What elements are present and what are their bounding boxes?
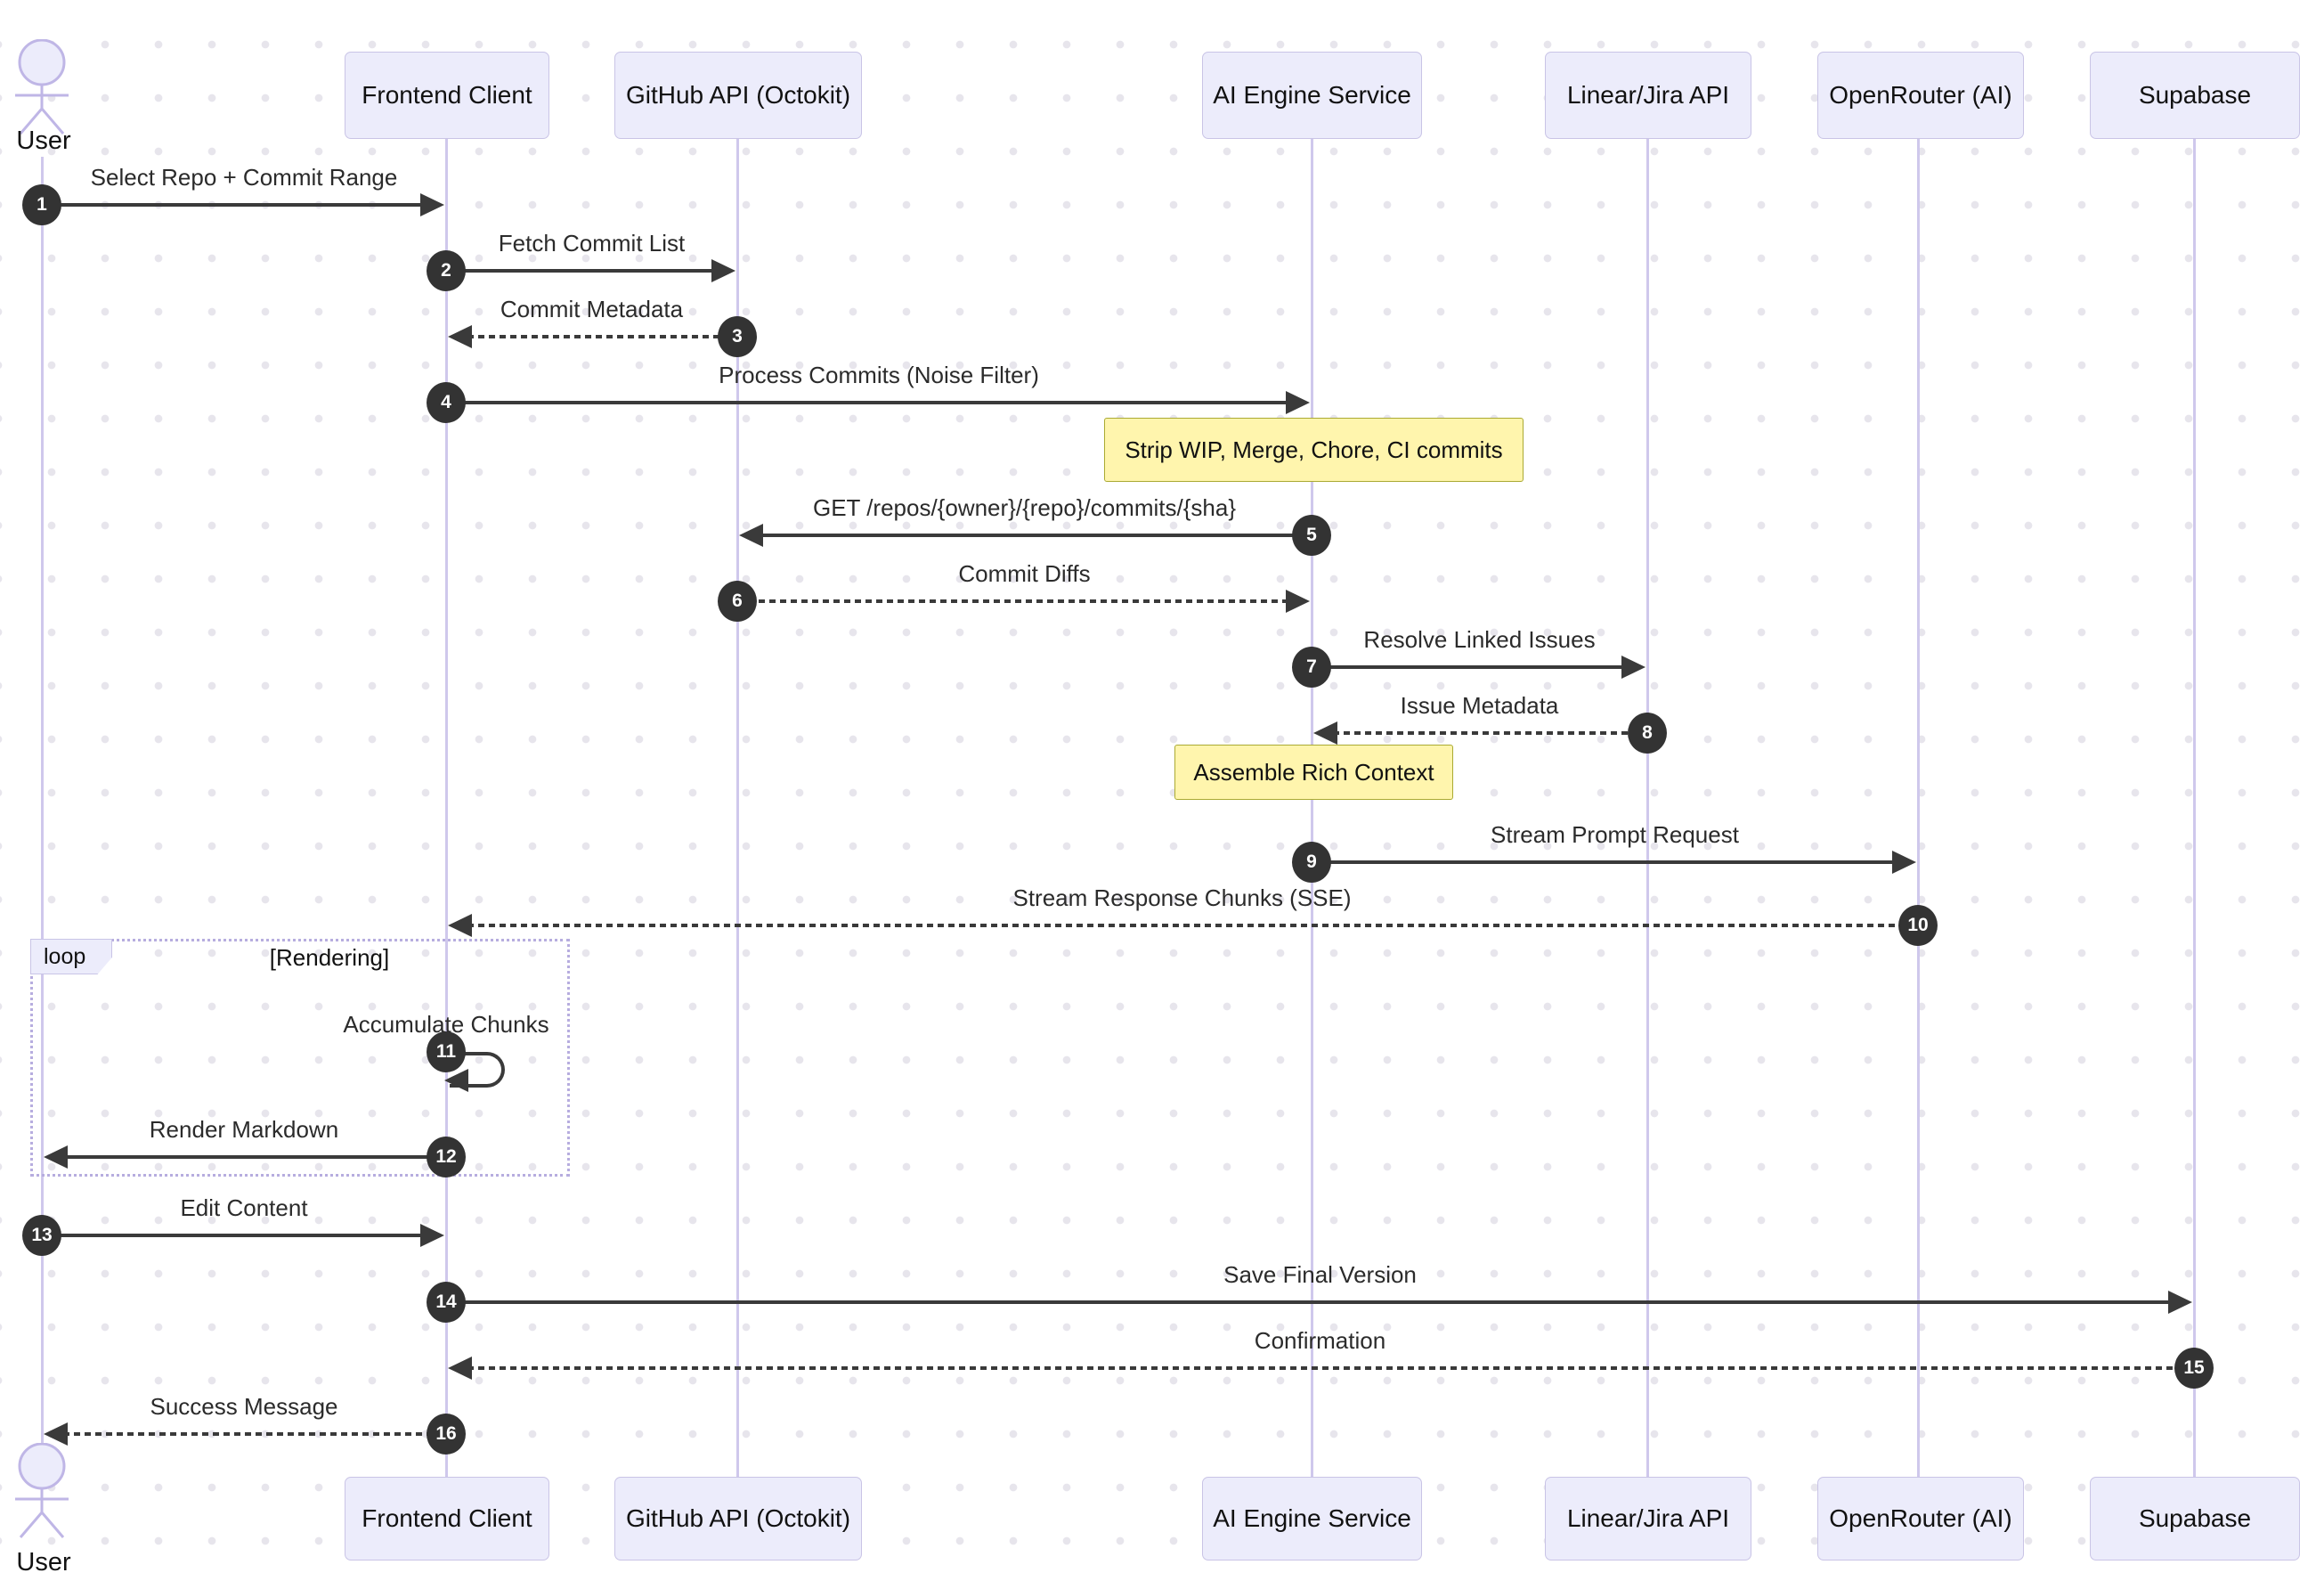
message-line-5: [759, 534, 1312, 537]
message-line-16: [63, 1432, 446, 1436]
lifeline-supabase: [2192, 137, 2196, 1477]
participant-box-frontend-top: Frontend Client: [345, 52, 549, 139]
user-actor-figure-bottom: [9, 1442, 75, 1541]
message-label-15: Confirmation: [1254, 1327, 1386, 1354]
actor-label-user-bottom: User: [16, 1548, 71, 1577]
message-label-14: Save Final Version: [1223, 1261, 1417, 1288]
message-label-5: GET /repos/{owner}/{repo}/commits/{sha}: [812, 494, 1237, 521]
actor-label-user-top: User: [16, 126, 71, 155]
note-assemble-context: Assemble Rich Context: [1174, 745, 1453, 800]
message-label-12: Render Markdown: [149, 1116, 339, 1143]
note-strip-commits: Strip WIP, Merge, Chore, CI commits: [1104, 418, 1524, 482]
arrowhead-message-7: [1621, 656, 1645, 679]
message-line-3: [467, 335, 737, 338]
participant-box-ai-top: AI Engine Service: [1202, 52, 1422, 139]
message-label-2: Fetch Commit List: [498, 230, 686, 257]
message-number-5: 5: [1292, 515, 1331, 556]
arrowhead-message-1: [420, 193, 444, 216]
message-line-13: [42, 1234, 425, 1237]
self-message-arc-11: [450, 1052, 505, 1088]
loop-frame: [30, 939, 570, 1177]
arrowhead-message-14: [2168, 1291, 2192, 1314]
arrowhead-message-5: [739, 524, 763, 547]
lifeline-ai: [1310, 137, 1313, 1477]
message-label-13: Edit Content: [180, 1194, 308, 1221]
message-label-8: Issue Metadata: [1400, 692, 1559, 719]
message-label-1: Select Repo + Commit Range: [90, 164, 398, 191]
message-number-12: 12: [427, 1137, 466, 1177]
arrowhead-message-13: [420, 1224, 444, 1247]
person-icon: [15, 38, 69, 134]
lifeline-github: [735, 137, 739, 1477]
arrowhead-message-9: [1892, 851, 1916, 874]
message-number-15: 15: [2174, 1348, 2214, 1389]
lifeline-openrouter: [1916, 137, 1920, 1477]
message-label-6: Commit Diffs: [958, 560, 1091, 587]
arrowhead-message-12: [44, 1145, 68, 1169]
message-number-8: 8: [1628, 713, 1667, 754]
participant-box-linear-bottom: Linear/Jira API: [1545, 1477, 1751, 1560]
message-line-2: [446, 269, 716, 273]
message-number-9: 9: [1292, 842, 1331, 883]
participant-box-supabase-bottom: Supabase: [2090, 1477, 2300, 1560]
message-number-7: 7: [1292, 647, 1331, 688]
message-number-4: 4: [427, 382, 466, 423]
message-label-9: Stream Prompt Request: [1491, 821, 1739, 848]
participant-box-openrouter-bottom: OpenRouter (AI): [1817, 1477, 2024, 1560]
message-number-2: 2: [427, 250, 466, 291]
message-line-1: [42, 203, 425, 207]
message-label-10: Stream Response Chunks (SSE): [1012, 884, 1352, 911]
message-line-14: [446, 1300, 2173, 1304]
loop-condition-label: [Rendering]: [269, 944, 390, 971]
lifeline-linear: [1645, 137, 1649, 1477]
message-label-16: Success Message: [150, 1393, 338, 1420]
arrowhead-message-16: [44, 1422, 68, 1446]
person-icon: [15, 1442, 69, 1538]
lifeline-user: [40, 157, 44, 1445]
message-line-15: [467, 1366, 2194, 1370]
arrowhead-message-8: [1313, 721, 1337, 745]
message-line-9: [1312, 860, 1897, 864]
message-number-6: 6: [718, 581, 757, 622]
participant-box-github-top: GitHub API (Octokit): [614, 52, 862, 139]
message-line-6: [737, 599, 1290, 603]
arrowhead-message-11: [444, 1069, 468, 1092]
message-label-3: Commit Metadata: [500, 296, 684, 322]
arrowhead-message-15: [448, 1357, 472, 1380]
message-number-11: 11: [427, 1031, 466, 1072]
participant-box-supabase-top: Supabase: [2090, 52, 2300, 139]
message-line-12: [63, 1155, 446, 1159]
participant-box-openrouter-top: OpenRouter (AI): [1817, 52, 2024, 139]
message-line-8: [1333, 731, 1647, 735]
arrowhead-message-2: [711, 259, 735, 282]
message-line-4: [446, 401, 1290, 404]
loop-keyword-tab: loop: [30, 939, 112, 974]
message-line-7: [1312, 665, 1626, 669]
arrowhead-message-3: [448, 325, 472, 348]
arrowhead-message-10: [448, 914, 472, 937]
message-number-13: 13: [22, 1215, 61, 1256]
user-actor-figure-top: [9, 38, 75, 137]
message-number-10: 10: [1898, 905, 1938, 946]
arrowhead-message-4: [1286, 391, 1310, 414]
participant-box-ai-bottom: AI Engine Service: [1202, 1477, 1422, 1560]
message-line-10: [467, 924, 1918, 927]
message-number-3: 3: [718, 316, 757, 357]
message-number-1: 1: [22, 184, 61, 225]
arrowhead-message-6: [1286, 590, 1310, 613]
message-number-16: 16: [427, 1414, 466, 1455]
message-number-14: 14: [427, 1282, 466, 1323]
participant-box-linear-top: Linear/Jira API: [1545, 52, 1751, 139]
participant-box-frontend-bottom: Frontend Client: [345, 1477, 549, 1560]
lifeline-frontend: [444, 137, 448, 1477]
message-label-7: Resolve Linked Issues: [1363, 626, 1596, 653]
participant-box-github-bottom: GitHub API (Octokit): [614, 1477, 862, 1560]
message-label-4: Process Commits (Noise Filter): [719, 362, 1039, 388]
